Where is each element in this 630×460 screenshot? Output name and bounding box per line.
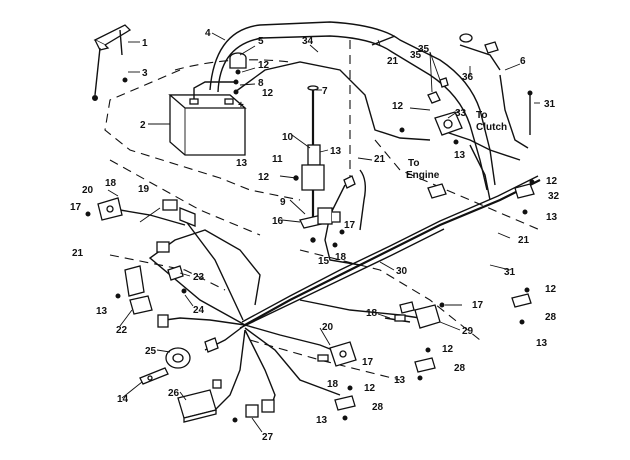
part-18-right [384,314,411,323]
callout-2: 2 [140,120,146,131]
part-26-module [177,379,222,423]
to-clutch-line2: Clutch [476,122,507,133]
callout-16: 16 [272,216,284,227]
callout-25: 25 [145,346,157,357]
callout-14: 14 [117,394,129,405]
clip-32 [514,179,535,215]
callout-12c: 12 [258,172,270,183]
chassis-outline [104,40,541,381]
to-clutch-line1: To [476,110,487,121]
part-23-clip [167,265,187,294]
callout-35b: 35 [410,50,422,61]
callout-10: 10 [282,132,294,143]
callout-21d: 21 [518,235,530,246]
notes: To Clutch To Engine [406,110,507,181]
callout-12b: 12 [262,88,274,99]
callout-21a: 21 [72,248,84,259]
clip-28-mid [414,347,436,381]
engine-connector [427,183,447,199]
callout-34: 34 [302,36,314,47]
callout-18b: 18 [335,252,347,263]
callout-30: 30 [396,266,408,277]
to-engine-line2: Engine [406,170,440,181]
callout-4: 4 [205,28,211,39]
part-22-connector [115,265,153,315]
callout-3: 3 [142,68,148,79]
part-29-switch [399,301,445,329]
callout-17c: 17 [472,300,484,311]
callout-1: 1 [142,38,148,49]
callout-21c: 21 [374,154,386,165]
callout-31a: 31 [544,99,556,110]
callout-9: 9 [280,197,286,208]
callout-13a: 13 [236,158,248,169]
part-5-cap [229,52,247,95]
clip-28-bottom [334,385,356,421]
callout-32: 32 [548,191,560,202]
callout-13d: 13 [546,212,558,223]
callout-12h: 12 [364,383,376,394]
callout-22: 22 [116,325,128,336]
part-19-connectors [156,199,196,253]
callout-27: 27 [262,432,274,443]
callout-31b: 31 [504,267,516,278]
callout-23: 23 [193,272,205,283]
plug-left-mid [157,314,219,353]
callout-19: 19 [138,184,150,195]
callout-36: 36 [462,72,474,83]
solenoid-33 [399,33,499,145]
callout-13g: 13 [394,375,406,386]
callout-24: 24 [193,305,205,316]
part-3-bolt [122,71,140,83]
part-20-switch-left [85,189,123,221]
battery: + [168,81,247,156]
callout-28b: 28 [454,363,466,374]
callout-33: 33 [455,108,467,119]
leader-lines [119,32,540,433]
callout-7: 7 [322,86,328,97]
callout-numbers: 1 2 3 4 5 6 7 8 9 10 11 12 13 14 15 16 1… [70,28,560,443]
callout-15: 15 [318,256,330,267]
callout-18a: 18 [105,178,117,189]
part-27-connector [232,399,275,423]
callout-26: 26 [168,388,180,399]
callout-12g: 12 [442,344,454,355]
callout-12a: 12 [258,60,270,71]
callout-13h: 13 [316,415,328,426]
callout-13c: 13 [454,150,466,161]
clip-28-right [511,287,532,325]
callout-5: 5 [258,36,264,47]
callout-8: 8 [258,78,264,89]
callout-12f: 12 [545,284,557,295]
connector-21-top [371,35,396,46]
battery-plus: + [238,100,244,111]
callout-12e: 12 [546,176,558,187]
callout-17d: 17 [362,357,374,368]
callout-20a: 20 [82,185,94,196]
callout-18c: 18 [366,308,378,319]
callout-17b: 17 [344,220,356,231]
part-15-switch [317,175,356,248]
callout-28a: 28 [545,312,557,323]
callout-28c: 28 [372,402,384,413]
callout-20b: 20 [322,322,334,333]
callout-13f: 13 [96,306,108,317]
callout-29: 29 [462,326,474,337]
callout-13e: 13 [536,338,548,349]
main-harness [119,21,541,411]
part-20-switch-bottom [317,341,357,367]
to-engine-line1: To [408,158,419,169]
callout-13b: 13 [330,146,342,157]
callout-17a: 17 [70,202,82,213]
callout-6: 6 [520,56,526,67]
callout-18d: 18 [327,379,339,390]
callout-12d: 12 [392,101,404,112]
callout-11: 11 [272,154,283,165]
part-31-top [527,90,533,135]
part-1-bracket [92,24,140,101]
callout-21b: 21 [387,56,399,67]
callout-35: 35 [418,44,430,55]
